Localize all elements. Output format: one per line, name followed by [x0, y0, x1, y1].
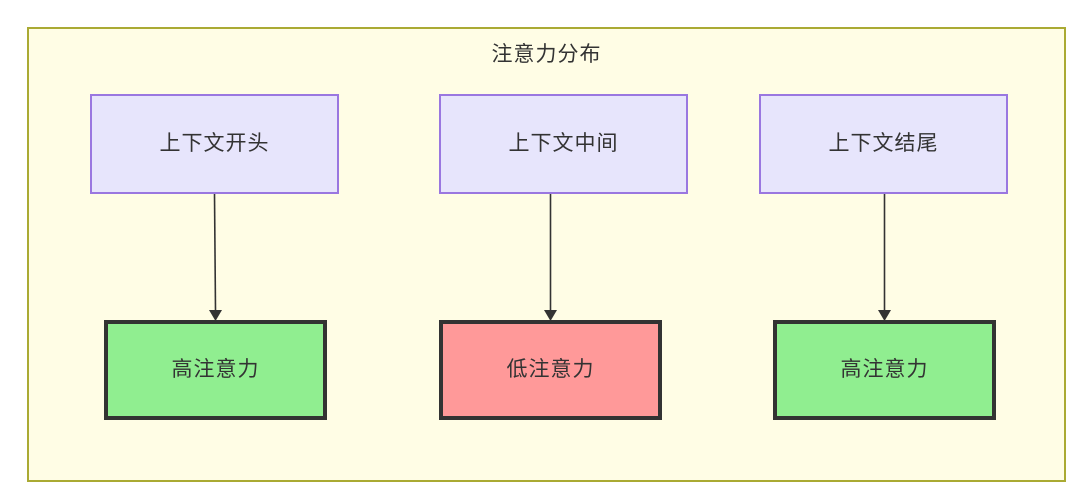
node-context-end[interactable]: 上下文结尾	[759, 94, 1008, 194]
edge-context-middle-to-low-attention	[544, 194, 557, 321]
edge-context-end-to-high-attention	[878, 194, 891, 321]
node-attention-high-end[interactable]: 高注意力	[773, 320, 996, 420]
node-label: 高注意力	[171, 358, 260, 381]
edge-context-start-to-high-attention	[209, 193, 222, 321]
edge-line	[213, 193, 217, 311]
node-label: 上下文结尾	[828, 132, 939, 155]
node-attention-low-middle[interactable]: 低注意力	[439, 320, 662, 420]
node-label: 上下文开头	[159, 132, 270, 155]
node-label: 上下文中间	[508, 132, 619, 155]
node-label: 低注意力	[506, 358, 595, 381]
node-attention-high-start[interactable]: 高注意力	[104, 320, 327, 420]
node-context-middle[interactable]: 上下文中间	[439, 94, 688, 194]
attention-distribution-subgraph: 注意力分布 上下文开头 上下文中间	[27, 27, 1066, 482]
node-label: 高注意力	[840, 358, 929, 381]
node-context-start[interactable]: 上下文开头	[90, 94, 339, 194]
subgraph-title: 注意力分布	[491, 43, 602, 66]
